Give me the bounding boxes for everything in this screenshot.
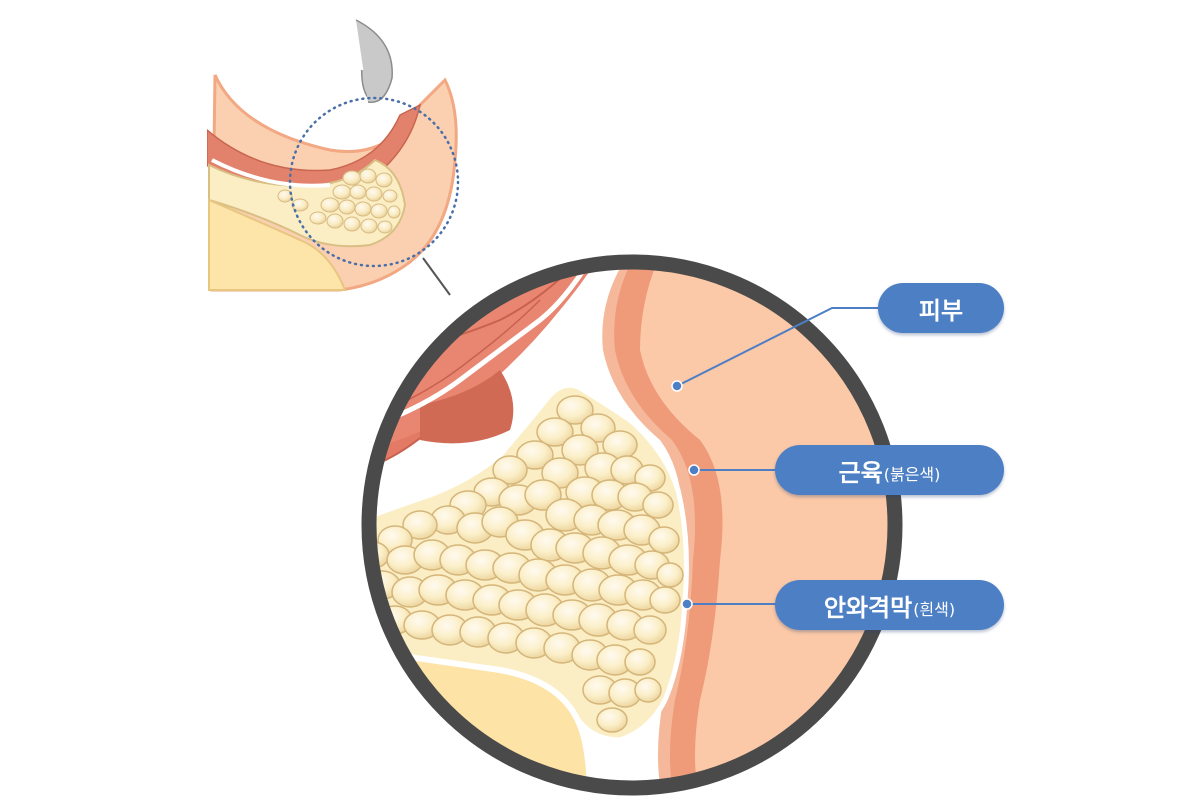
- fat-globule: [634, 677, 662, 703]
- fat-globule: [624, 648, 656, 676]
- eyeball-icon: [355, 19, 393, 104]
- zoom-dotted-circle: [288, 96, 460, 268]
- thumbnail-fat-globules: [277, 168, 401, 234]
- muscle-label-text: 근육: [838, 458, 883, 487]
- muscle-label: 근육 (붉은색): [775, 445, 1004, 495]
- fat-globule: [492, 455, 528, 485]
- fat-globule: [649, 586, 681, 614]
- fat-globule: [561, 434, 599, 466]
- fat-globule: [580, 413, 616, 443]
- skin-pointer-dot: [671, 380, 683, 392]
- magnified-cross-section: [369, 262, 895, 788]
- fat-globule: [556, 395, 594, 425]
- zoom-connector-line: [422, 257, 451, 296]
- septum-pointer-dot: [681, 598, 693, 610]
- label-leader-lines: [676, 307, 878, 605]
- fat-globule: [642, 491, 674, 519]
- fat-globule: [536, 417, 574, 447]
- magnifier-ring: [361, 254, 903, 796]
- septum-label-text: 안와격막: [823, 593, 913, 622]
- fat-globule: [648, 526, 680, 554]
- septum-label-note: (흰색): [913, 600, 956, 619]
- fat-globule: [596, 707, 628, 733]
- fat-globules: [369, 395, 684, 733]
- fat-globule: [402, 510, 438, 540]
- fat-globule: [516, 440, 554, 470]
- skin-label-text: 피부: [918, 296, 964, 325]
- fat-globule: [541, 457, 579, 489]
- muscle-pointer-dot: [688, 464, 700, 476]
- muscle-label-note: (붉은색): [883, 465, 941, 484]
- thumbnail-eyelid-illustration: [207, 70, 458, 292]
- septum-label: 안와격막 (흰색): [775, 580, 1004, 630]
- skin-leader-line: [676, 307, 878, 387]
- fat-globule: [633, 615, 667, 645]
- skin-label: 피부: [878, 283, 1004, 333]
- fat-globule: [656, 562, 684, 588]
